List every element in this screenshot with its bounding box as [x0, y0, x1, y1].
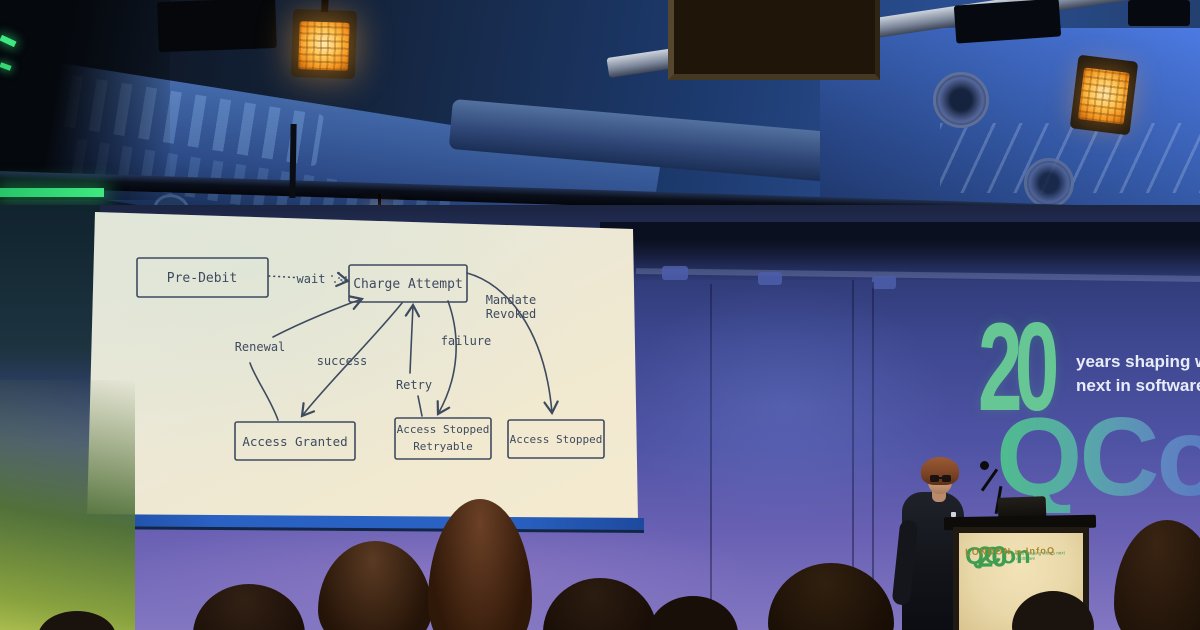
presenter-badge: [951, 512, 956, 517]
backdrop-qcon-logo: QCon: [996, 402, 1200, 513]
node-label-access-granted: Access Granted: [242, 434, 347, 449]
edge-label-mandate-l2: Revoked: [486, 307, 537, 321]
screen-shading: [87, 212, 638, 521]
light-face: [298, 21, 350, 71]
ceiling-vent: [1024, 158, 1074, 208]
wall-panel-seam: [852, 280, 854, 630]
glasses-bridge: [939, 477, 942, 479]
wall-panel-seam: [872, 282, 874, 630]
glasses-lens: [930, 475, 939, 482]
speaker-box: [953, 0, 1062, 44]
presenter-glasses: [929, 475, 952, 482]
node-access-stopped: [507, 419, 605, 459]
stage-floodlight: [1069, 54, 1139, 136]
node-label-access-stopped: Access Stopped: [510, 433, 603, 446]
stage-floodlight: [290, 0, 358, 80]
backdrop-tagline-line1: years shaping wha: [1076, 352, 1200, 371]
speaker-box: [157, 0, 277, 53]
edge-renewal-lower: [249, 362, 279, 421]
glasses-lens: [942, 475, 951, 482]
edge-label-renewal: Renewal: [235, 340, 286, 354]
wait-burst-dot: [345, 276, 347, 278]
edge-retry-lower: [417, 395, 423, 417]
wall-panel-clip: [872, 276, 896, 289]
edge-failure: [436, 300, 457, 416]
backdrop-tagline-line2: next in software: [1076, 376, 1200, 395]
slide-state-diagram: Pre-Debit Charge Attempt Access Granted …: [136, 257, 605, 461]
podium-org: InfoQ: [1025, 545, 1056, 556]
wall-panel-clip: [758, 272, 782, 285]
edge-wait-dotted: [268, 275, 296, 279]
edge-wait-arrow: [335, 271, 351, 288]
node-label-retryable-l1: Access Stopped: [397, 423, 490, 436]
edge-label-mandate-l1: Mandate: [486, 293, 537, 307]
lamp-stem: [378, 194, 381, 207]
wall-screen-glow: [620, 285, 950, 525]
projector-screen: Pre-Debit Charge Attempt Access Granted …: [87, 212, 638, 521]
edge-mandate-revoked: [466, 272, 559, 416]
podium-location: LONDON: [965, 546, 1012, 557]
green-led-strip: [0, 188, 104, 197]
ceiling-vent: [933, 72, 989, 128]
ceiling-recess: [668, 0, 880, 80]
edge-retry-upper: [404, 302, 421, 374]
wait-burst-dot: [342, 281, 344, 283]
audience-head: [38, 611, 116, 630]
podium-by: by: [1015, 549, 1023, 557]
edge-renewal-upper: [272, 295, 365, 338]
speaker-box: [1128, 0, 1190, 26]
wait-burst-dot: [338, 272, 340, 274]
light-face: [1077, 67, 1130, 125]
wall-panel-clip: [662, 266, 688, 280]
presenter-hair: [921, 457, 959, 485]
microphone-head: [980, 461, 989, 470]
node-access-stopped-retryable: [394, 417, 492, 460]
wait-burst-dot: [334, 281, 336, 283]
node-label-charge-attempt: Charge Attempt: [353, 277, 463, 292]
node-access-granted: [234, 421, 356, 461]
wall-panel-seam: [710, 284, 712, 630]
wait-burst-dot: [338, 277, 340, 279]
node-label-retryable-l2: Retryable: [413, 440, 473, 453]
edge-label-failure: failure: [441, 334, 492, 348]
edge-success: [300, 302, 403, 418]
backdrop-anniversary-number: 20: [978, 298, 1059, 437]
wall-left-green-light: [0, 380, 135, 630]
podium-logo: 20 years shaping what's next in software…: [965, 541, 1077, 573]
podium-location-line: LONDON by InfoQ: [965, 545, 1055, 557]
node-pre-debit: [136, 257, 269, 298]
wait-burst-dot: [331, 275, 333, 277]
light-mount: [321, 0, 329, 13]
ceiling-corner-shadow: [0, 0, 170, 200]
node-label-pre-debit: Pre-Debit: [167, 271, 237, 286]
edge-label-retry: Retry: [396, 378, 432, 392]
support-pole: [289, 123, 297, 199]
edge-label-wait: wait: [297, 272, 326, 286]
edge-label-success: success: [317, 354, 368, 368]
wall-top-shadow: [600, 222, 1200, 282]
